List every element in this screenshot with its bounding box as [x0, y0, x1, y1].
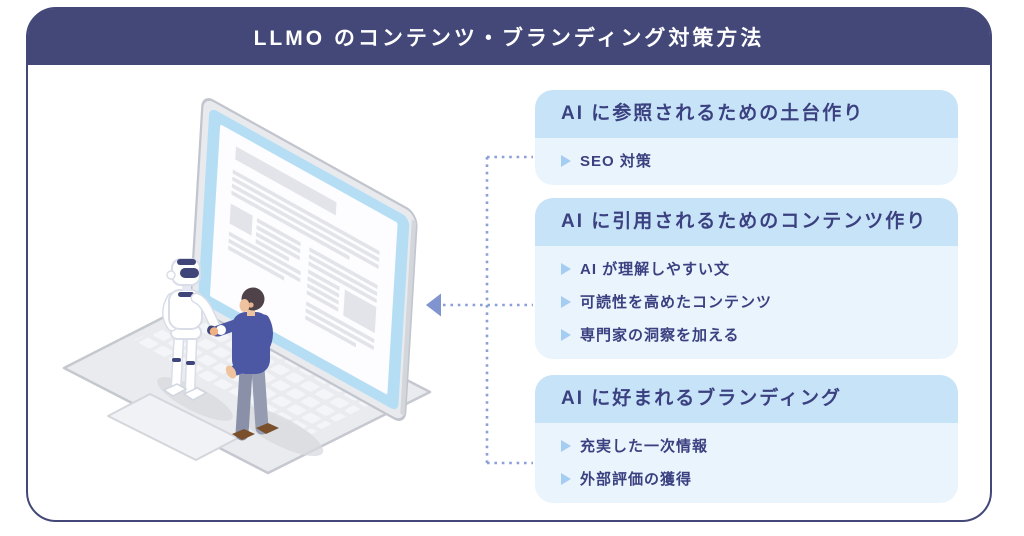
person-face — [239, 299, 250, 312]
bullet-item: 外部評価の獲得 — [561, 462, 958, 495]
bullet-item: 可読性を高めたコンテンツ — [561, 285, 958, 318]
triangle-bullet-icon — [561, 262, 571, 275]
bullet-label: AI が理解しやすい文 — [580, 261, 731, 278]
panel-header: AI に引用されるためのコンテンツ作り — [535, 198, 958, 246]
panel-body: SEO 対策 — [535, 138, 958, 185]
triangle-bullet-icon — [561, 439, 571, 452]
triangle-bullet-icon — [561, 154, 571, 167]
laptop-screen — [190, 98, 418, 421]
panel-header: AI に好まれるブランディング — [535, 375, 958, 423]
bullet-label: 外部評価の獲得 — [580, 471, 693, 488]
bullet-item: SEO 対策 — [561, 144, 958, 177]
bullet-label: SEO 対策 — [580, 153, 652, 170]
title-bar: LLMO のコンテンツ・ブランディング対策方法 — [28, 9, 990, 65]
bullet-label: 専門家の洞察を加える — [580, 327, 740, 344]
panel-header: AI に参照されるための土台作り — [535, 90, 958, 138]
triangle-bullet-icon — [561, 295, 571, 308]
robot-visor — [180, 268, 199, 278]
panel-ai-foundation: AI に参照されるための土台作り SEO 対策 — [535, 90, 958, 185]
page-title: LLMO のコンテンツ・ブランディング対策方法 — [253, 27, 765, 50]
person — [209, 287, 279, 441]
bullet-item: AI が理解しやすい文 — [561, 252, 958, 285]
bullet-label: 可読性を高めたコンテンツ — [580, 294, 773, 311]
panel-body: 充実した一次情報 外部評価の獲得 — [535, 423, 958, 503]
arrow-left-icon — [426, 293, 441, 317]
panel-body: AI が理解しやすい文 可読性を高めたコンテンツ 専門家の洞察を加える — [535, 246, 958, 359]
screen-wireframe — [228, 146, 380, 351]
triangle-bullet-icon — [561, 472, 571, 485]
trackpad — [107, 393, 239, 461]
bullet-label: 充実した一次情報 — [580, 438, 709, 455]
bullet-item: 充実した一次情報 — [561, 429, 958, 462]
panel-ai-branding: AI に好まれるブランディング 充実した一次情報 外部評価の獲得 — [535, 375, 958, 503]
robot — [162, 258, 222, 401]
panel-ai-content: AI に引用されるためのコンテンツ作り AI が理解しやすい文 可読性を高めたコ… — [535, 198, 958, 359]
triangle-bullet-icon — [561, 328, 571, 341]
bullet-item: 専門家の洞察を加える — [561, 318, 958, 351]
laptop-handshake-illustration — [62, 98, 432, 475]
connector-lines — [426, 155, 533, 465]
